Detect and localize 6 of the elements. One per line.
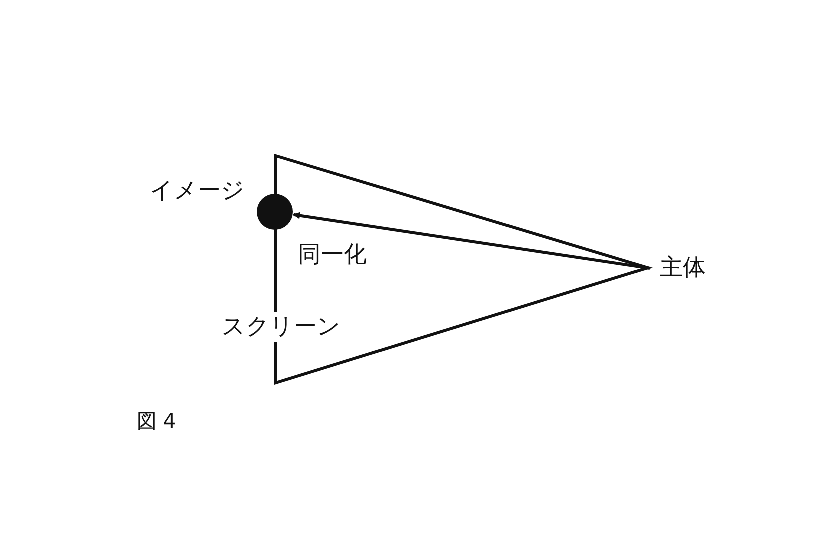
node-caption: イメージ — [150, 178, 245, 204]
edge-label: 同一化 — [298, 242, 367, 268]
image-dot — [257, 194, 293, 230]
screen-label: スクリーン — [222, 312, 341, 342]
node-label: 主体 — [659, 255, 706, 281]
figure-caption: 図 4 — [137, 408, 176, 434]
